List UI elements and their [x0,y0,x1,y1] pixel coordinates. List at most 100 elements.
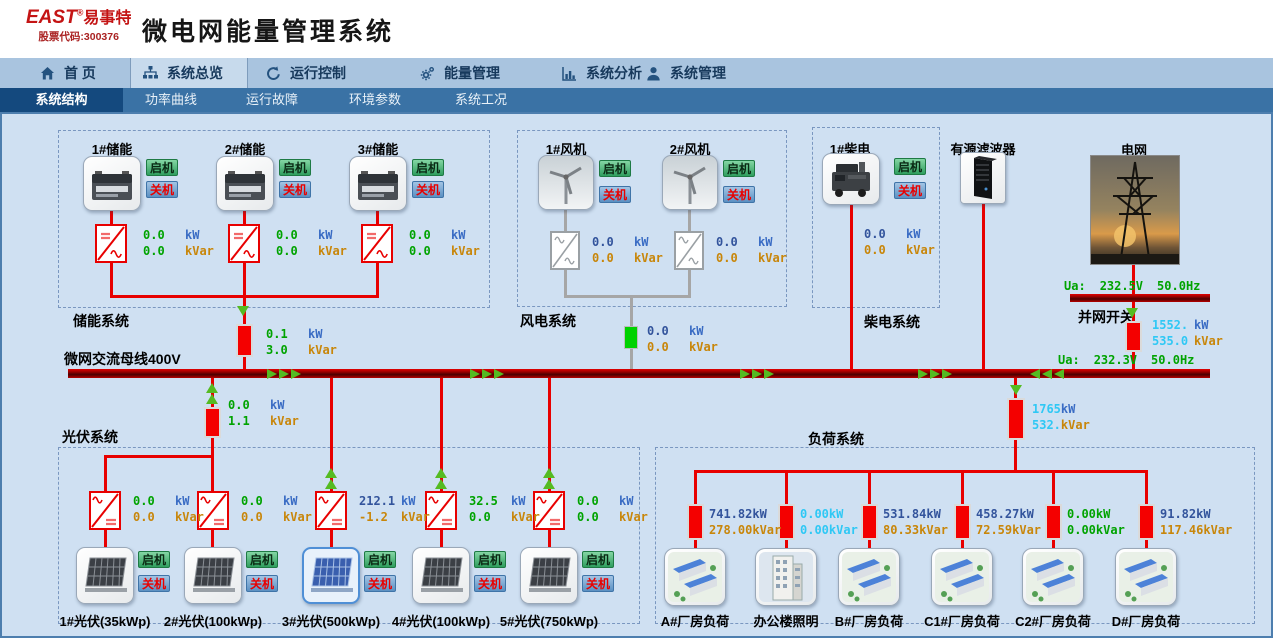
pv-flow-arrow [435,468,447,478]
connection-line [104,530,107,547]
subnav-item-system-condition[interactable]: 系统工况 [454,92,507,107]
active-filter-device[interactable] [960,152,1006,204]
connection-line [785,539,788,548]
subnav-item-power-curve[interactable]: 功率曲线 [144,92,197,107]
storage-1-name: 1#储能 [91,142,133,157]
pv-1-stop-button[interactable]: 关机 [138,575,170,592]
battery-2-device[interactable] [216,156,274,211]
connection-line [110,263,113,297]
pv-5-start-button[interactable]: 启机 [582,551,614,568]
load-b-breaker[interactable] [861,504,878,540]
wind-2-stop-button[interactable]: 关机 [723,186,755,203]
storage-3-start-button[interactable]: 启机 [412,159,444,176]
battery-1-device[interactable] [83,156,141,211]
load-office-building[interactable] [755,548,817,606]
pv-panel-1-device[interactable] [76,547,134,604]
nav-item-system-overview[interactable]: 系统总览 [130,58,248,88]
load-breaker[interactable] [1007,398,1025,440]
load-b-building[interactable] [838,548,900,606]
bus-flow-arrow [918,369,928,379]
load-a-building[interactable] [664,548,726,606]
pv-1-start-button[interactable]: 启机 [138,551,170,568]
company-logo: EAST®易事特 股票代码:300376 [26,7,131,43]
wind-1-stop-button[interactable]: 关机 [599,186,631,203]
storage-3-name: 3#储能 [357,142,399,157]
load-c1-breaker[interactable] [954,504,971,540]
pv-2-stop-button[interactable]: 关机 [246,575,278,592]
nav-item-operation-control[interactable]: 运行控制 [254,58,358,88]
wind-1-start-button[interactable]: 启机 [599,160,631,177]
pv-4-start-button[interactable]: 启机 [474,551,506,568]
subnav-item-operation-fault[interactable]: 运行故障 [245,92,298,107]
connection-line [330,530,333,547]
load-section-box [655,447,1255,624]
storage-breaker[interactable] [236,324,253,357]
filter-feeder-line [982,204,985,372]
diesel-start-button[interactable]: 启机 [894,158,926,175]
diesel-stop-button[interactable]: 关机 [894,182,926,199]
load-a-breaker[interactable] [687,504,704,540]
pv-flow-arrow [435,479,447,489]
pv-1-label: 1#光伏(35kWp) [59,614,151,629]
nav-item-system-management[interactable]: 系统管理 [634,58,738,88]
pv-2-start-button[interactable]: 启机 [246,551,278,568]
diesel-generator-device[interactable] [822,153,880,205]
pv-panel-3-device[interactable] [302,547,360,604]
nav-item-system-analysis[interactable]: 系统分析 [550,58,654,88]
subnav-item-environment-params[interactable]: 环境参数 [348,92,401,107]
storage-3-stop-button[interactable]: 关机 [412,181,444,198]
storage-1-start-button[interactable]: 启机 [146,159,178,176]
load-c2-building[interactable] [1022,548,1084,606]
load-section-label: 负荷系统 [808,431,864,447]
pv-flow-arrow [543,468,555,478]
load-c2-breaker[interactable] [1045,504,1062,540]
pv-flow-arrow [206,394,218,404]
wind-turbine-2-device[interactable] [662,155,718,210]
pv-3-stop-button[interactable]: 关机 [364,575,396,592]
storage-2-start-button[interactable]: 启机 [279,159,311,176]
nav-label: 首 页 [64,65,96,81]
storage-1-stop-button[interactable]: 关机 [146,181,178,198]
pv-panel-5-device[interactable] [520,547,578,604]
load-d-breaker[interactable] [1138,504,1155,540]
bus-flow-arrow [1030,369,1040,379]
sub-nav: 系统结构 功率曲线 运行故障 环境参数 系统工况 [0,88,1273,112]
nav-item-energy-management[interactable]: 能量管理 [408,58,512,88]
load-office-breaker[interactable] [778,504,795,540]
pv-panel-4-device[interactable] [412,547,470,604]
subnav-item-system-structure[interactable]: 系统结构 [0,88,123,112]
bus-flow-arrow [494,369,504,379]
load-c1-building[interactable] [931,548,993,606]
load-feeder-display: 1765kW 532.kVar [1032,402,1090,432]
load-d-building[interactable] [1115,548,1177,606]
connection-line [440,530,443,547]
nav-label: 系统分析 [586,65,642,81]
wind-2-converter-icon [674,231,704,270]
grid-tie-breaker[interactable] [1125,321,1142,352]
storage-2-name: 2#储能 [224,142,266,157]
connection-line [1145,472,1148,506]
connection-line [548,530,551,547]
wind-turbine-1-device[interactable] [538,155,594,210]
pv5-line [548,378,551,491]
storage-2-stop-button[interactable]: 关机 [279,181,311,198]
nav-item-home[interactable]: 首 页 [28,58,108,88]
pv-breaker[interactable] [204,407,221,438]
bus-flow-arrow [267,369,277,379]
wind-2-start-button[interactable]: 启机 [723,160,755,177]
pv-3-start-button[interactable]: 启机 [364,551,396,568]
pv-panel-2-device[interactable] [184,547,242,604]
pv-2-inverter-icon [197,491,229,530]
pv-4-stop-button[interactable]: 关机 [474,575,506,592]
wind-breaker[interactable] [624,326,638,349]
pv-5-stop-button[interactable]: 关机 [582,575,614,592]
pv-flow-arrow [325,468,337,478]
wind-1-name: 1#风机 [545,142,587,157]
battery-3-device[interactable] [349,156,407,211]
